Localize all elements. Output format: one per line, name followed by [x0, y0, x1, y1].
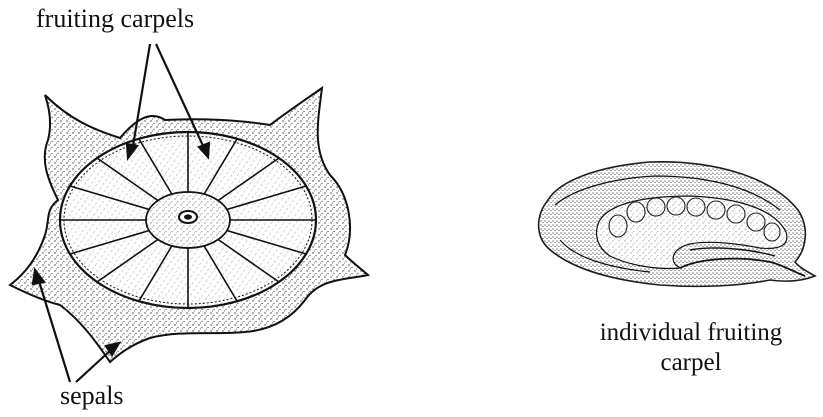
central-receptacle	[146, 192, 230, 248]
sepals-label: sepals	[60, 383, 124, 409]
individual-carpel-drawing	[539, 162, 815, 287]
individual-carpel-label: individual fruiting carpel	[556, 318, 823, 378]
fruiting-carpels-label: fruiting carpels	[36, 6, 194, 32]
individual-carpel-label-line2: carpel	[556, 348, 823, 378]
individual-carpel-label-line1: individual fruiting	[556, 318, 823, 348]
